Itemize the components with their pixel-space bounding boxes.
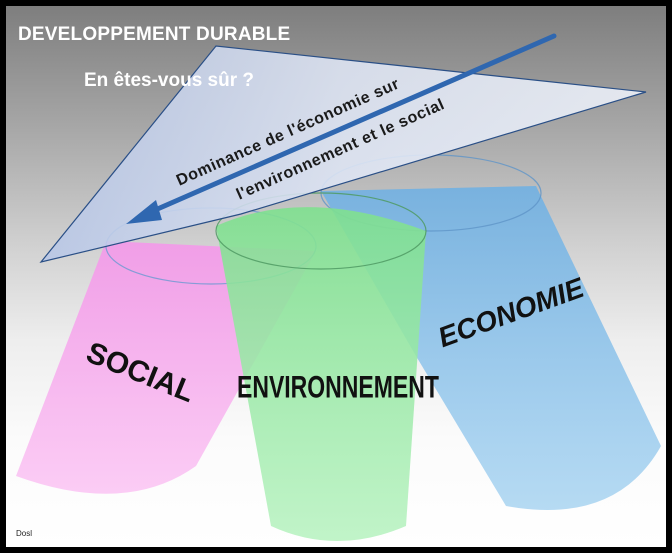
diagram-title: DEVELOPPEMENT DURABLE	[18, 24, 291, 45]
environnement-pillar-top	[215, 192, 427, 270]
credit-text: Dosl	[16, 529, 33, 538]
diagram-canvas: DEVELOPPEMENT DURABLE En êtes-vous sûr ?…	[6, 6, 666, 547]
environnement-pillar	[216, 207, 426, 542]
environnement-label: ENVIRONNEMENT	[237, 369, 439, 405]
dominance-arrow	[143, 33, 557, 217]
diagram-graphics	[16, 33, 661, 542]
dominance-banner	[39, 45, 647, 263]
dominance-arrow-head	[126, 200, 162, 224]
diagram-subtitle: En êtes-vous sûr ?	[84, 70, 254, 91]
